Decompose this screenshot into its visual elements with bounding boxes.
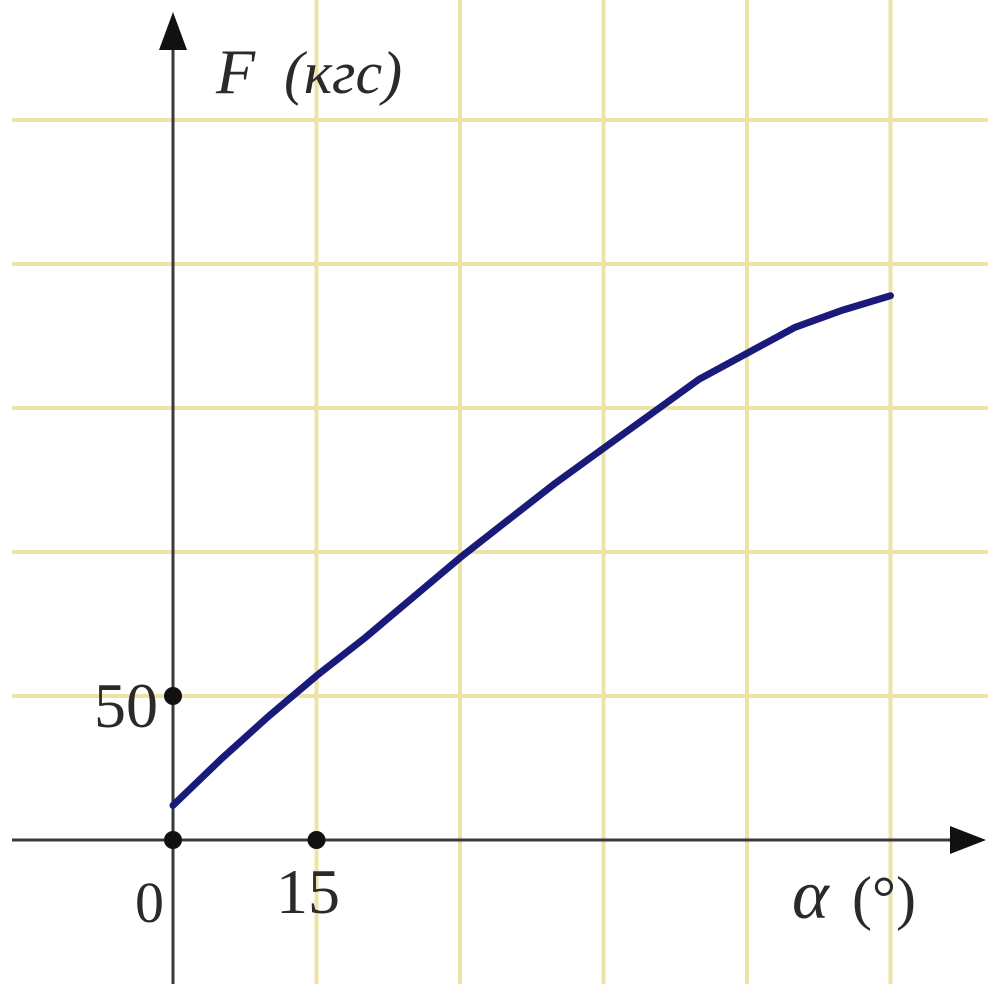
x-tick-label-0: 0 [135, 870, 164, 935]
y-tick-label-50: 50 [94, 670, 158, 741]
grid-lines [12, 0, 988, 984]
y-axis-unit: (кгс) [284, 40, 402, 106]
y-tick-dot-50 [164, 687, 182, 705]
y-axis-label: F [215, 36, 256, 107]
x-tick-dot-15 [307, 831, 326, 849]
axes [12, 12, 986, 984]
x-axis-label: α [792, 857, 830, 934]
x-tick-label-15: 15 [276, 856, 340, 927]
chart-labels: 0 15 50 F (кгс) α (°) [94, 36, 916, 935]
x-axis-arrow [950, 826, 986, 854]
series-line-0 [169, 292, 894, 809]
chart-marks [169, 292, 894, 809]
y-axis-arrow [159, 12, 187, 50]
origin-dot [164, 831, 182, 849]
x-axis-unit: (°) [852, 865, 916, 931]
